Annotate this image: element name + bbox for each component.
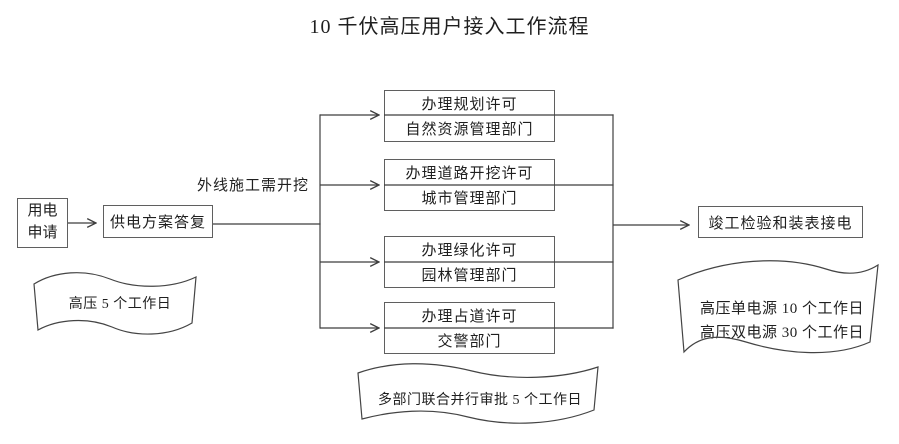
permit-box-greening: 办理绿化许可 园林管理部门: [384, 236, 555, 288]
left-wave-label: 高压 5 个工作日: [68, 297, 172, 312]
branch-condition-label: 外线施工需开挖: [197, 178, 310, 194]
apply-box-line1: 用电: [27, 203, 58, 220]
permit-box-planning: 办理规划许可 自然资源管理部门: [384, 90, 555, 142]
reply-box: 供电方案答复: [103, 205, 213, 238]
permit-name: 办理绿化许可: [421, 243, 518, 259]
permit-name: 办理规划许可: [421, 97, 518, 113]
apply-box-line2: 申请: [27, 225, 58, 241]
permit-name: 办理道路开挖许可: [405, 166, 534, 182]
permit-box-road-excavation: 办理道路开挖许可 城市管理部门: [384, 159, 555, 211]
reply-box-label: 供电方案答复: [109, 215, 206, 231]
page-title: 10 千伏高压用户接入工作流程: [309, 16, 590, 38]
permit-box-road-occupation: 办理占道许可 交警部门: [384, 302, 555, 354]
apply-box: 用电 申请: [17, 198, 68, 248]
permit-department: 城市管理部门: [421, 191, 518, 207]
permit-department: 交警部门: [437, 334, 502, 350]
middle-wave-label: 多部门联合并行审批 5 个工作日: [378, 393, 582, 408]
permit-name: 办理占道许可: [421, 309, 518, 325]
permit-department: 自然资源管理部门: [405, 122, 534, 138]
final-box-label: 竣工检验和装表接电: [708, 215, 853, 232]
final-box: 竣工检验和装表接电: [698, 206, 863, 238]
right-wave-label-line1: 高压单电源 10 个工作日: [700, 301, 865, 317]
right-wave-label-line2: 高压双电源 30 个工作日: [700, 325, 865, 341]
permit-department: 园林管理部门: [421, 268, 518, 284]
